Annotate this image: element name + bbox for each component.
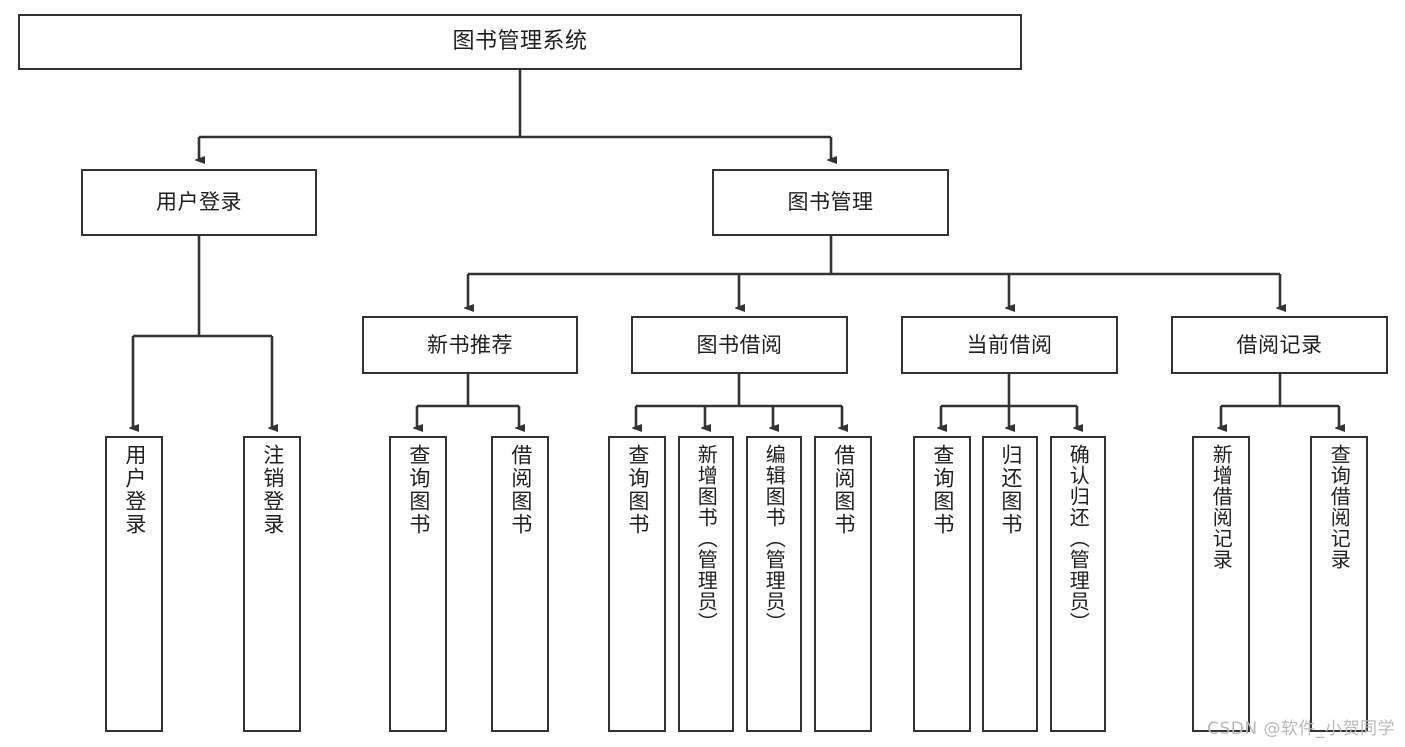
node-label: 确认归还（管理员） [1066, 444, 1091, 633]
node-leaf-query-book-current[interactable]: 查询图书 [913, 436, 971, 732]
node-root-book-management-system[interactable]: 图书管理系统 [18, 14, 1022, 70]
node-label: 编辑图书（管理员） [762, 444, 787, 633]
node-current-borrowing[interactable]: 当前借阅 [901, 316, 1118, 374]
node-label: 查询图书 [406, 444, 431, 536]
node-leaf-query-book-recommend[interactable]: 查询图书 [389, 436, 447, 732]
node-leaf-return-book[interactable]: 归还图书 [982, 436, 1038, 732]
node-borrowing-record[interactable]: 借阅记录 [1171, 316, 1388, 374]
node-leaf-borrow-book-recommend[interactable]: 借阅图书 [491, 436, 549, 732]
node-leaf-logout[interactable]: 注销登录 [243, 436, 301, 732]
node-label: 归还图书 [998, 444, 1023, 536]
node-user-login[interactable]: 用户登录 [81, 169, 317, 236]
node-leaf-query-borrow-record[interactable]: 查询借阅记录 [1310, 436, 1368, 732]
node-label: 新增图书（管理员） [694, 444, 719, 633]
node-label: 查询图书 [625, 444, 650, 536]
node-label: 查询图书 [930, 444, 955, 536]
node-label: 借阅图书 [508, 444, 533, 536]
node-leaf-borrow-book[interactable]: 借阅图书 [814, 436, 872, 732]
csdn-watermark: CSDN @软件_小贺同学 [1207, 719, 1395, 739]
node-leaf-edit-book-admin[interactable]: 编辑图书（管理员） [746, 436, 802, 732]
node-label: 新增借阅记录 [1209, 444, 1234, 570]
node-new-book-recommendation[interactable]: 新书推荐 [362, 316, 578, 374]
node-leaf-add-book-admin[interactable]: 新增图书（管理员） [678, 436, 734, 732]
node-leaf-add-borrow-record[interactable]: 新增借阅记录 [1192, 436, 1250, 732]
node-label: 新书推荐 [427, 332, 513, 357]
node-label: 图书借阅 [696, 332, 783, 357]
node-book-management[interactable]: 图书管理 [712, 169, 949, 236]
node-label: 用户登录 [122, 444, 147, 536]
node-label: 用户登录 [156, 190, 242, 215]
node-leaf-confirm-return-admin[interactable]: 确认归还（管理员） [1050, 436, 1106, 732]
node-leaf-query-book-borrow[interactable]: 查询图书 [608, 436, 666, 732]
node-label: 注销登录 [260, 444, 285, 536]
node-leaf-user-login[interactable]: 用户登录 [105, 436, 163, 732]
node-label: 图书管理系统 [452, 29, 588, 55]
node-label: 图书管理 [787, 190, 874, 215]
node-label: 当前借阅 [966, 332, 1053, 357]
node-label: 借阅图书 [831, 444, 856, 536]
node-label: 借阅记录 [1236, 332, 1323, 357]
node-book-borrowing[interactable]: 图书借阅 [631, 316, 848, 374]
node-label: 查询借阅记录 [1327, 444, 1352, 570]
